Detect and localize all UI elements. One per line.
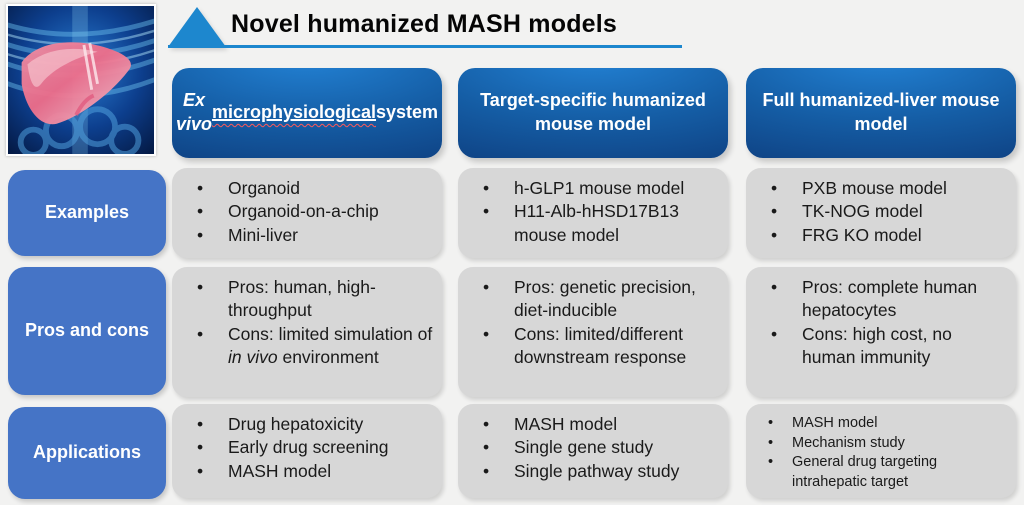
bullet-item: FRG KO model: [746, 224, 1008, 248]
bullet-list: h-GLP1 mouse modelH11-Alb-hHSD17B13 mous…: [458, 177, 720, 247]
bullet-list: Drug hepatoxicityEarly drug screeningMAS…: [172, 413, 434, 483]
column-header-ex-vivo: Ex vivo microphysiological system: [172, 68, 442, 158]
bullet-list: MASH modelSingle gene studySingle pathwa…: [458, 413, 720, 483]
bullet-item: Cons: high cost, no human immunity: [746, 323, 1008, 370]
bullet-item: TK-NOG model: [746, 200, 1008, 224]
bullet-list: Pros: complete human hepatocytesCons: hi…: [746, 276, 1008, 369]
bullet-list: Pros: genetic precision, diet-inducibleC…: [458, 276, 720, 369]
cell-pros-cons-target-specific: Pros: genetic precision, diet-inducibleC…: [458, 267, 728, 397]
bullet-item: MASH model: [746, 414, 1008, 434]
cell-pros-cons-ex-vivo: Pros: human, high-throughputCons: limite…: [172, 267, 442, 397]
bullet-item: Cons: limited simulation of in vivo envi…: [172, 323, 434, 370]
bullet-item: Drug hepatoxicity: [172, 413, 434, 437]
bullet-item: PXB mouse model: [746, 177, 1008, 201]
liver-illustration: [6, 4, 156, 156]
bullet-item: Pros: human, high-throughput: [172, 276, 434, 323]
cell-applications-ex-vivo: Drug hepatoxicityEarly drug screeningMAS…: [172, 404, 442, 498]
cell-applications-full-humanized: MASH modelMechanism studyGeneral drug ta…: [746, 404, 1016, 498]
triangle-icon: [168, 7, 226, 47]
bullet-item: H11-Alb-hHSD17B13 mouse model: [458, 200, 720, 247]
liver-illustration-icon: [8, 6, 154, 154]
bullet-item: Cons: limited/different downstream respo…: [458, 323, 720, 370]
bullet-item: Early drug screening: [172, 436, 434, 460]
bullet-item: h-GLP1 mouse model: [458, 177, 720, 201]
row-label-pros-cons: Pros and cons: [8, 267, 166, 395]
cell-applications-target-specific: MASH modelSingle gene studySingle pathwa…: [458, 404, 728, 498]
bullet-item: Pros: complete human hepatocytes: [746, 276, 1008, 323]
bullet-list: PXB mouse modelTK-NOG modelFRG KO model: [746, 177, 1008, 247]
title-underline: [168, 45, 682, 48]
bullet-item: Mini-liver: [172, 224, 434, 248]
row-label-examples: Examples: [8, 170, 166, 256]
row-label-applications: Applications: [8, 407, 166, 499]
cell-pros-cons-full-humanized: Pros: complete human hepatocytesCons: hi…: [746, 267, 1016, 397]
bullet-item: Organoid: [172, 177, 434, 201]
cell-examples-target-specific: h-GLP1 mouse modelH11-Alb-hHSD17B13 mous…: [458, 168, 728, 258]
column-header-full-humanized: Full humanized-liver mouse model: [746, 68, 1016, 158]
bullet-item: Single gene study: [458, 436, 720, 460]
column-header-target-specific: Target-specific humanized mouse model: [458, 68, 728, 158]
page-title: Novel humanized MASH models: [231, 10, 618, 38]
cell-examples-ex-vivo: OrganoidOrganoid-on-a-chipMini-liver: [172, 168, 442, 258]
bullet-item: Mechanism study: [746, 434, 1008, 454]
bullet-item: MASH model: [172, 460, 434, 484]
bullet-item: Pros: genetic precision, diet-inducible: [458, 276, 720, 323]
bullet-item: Single pathway study: [458, 460, 720, 484]
bullet-item: Organoid-on-a-chip: [172, 200, 434, 224]
bullet-list: MASH modelMechanism studyGeneral drug ta…: [746, 414, 1008, 492]
cell-examples-full-humanized: PXB mouse modelTK-NOG modelFRG KO model: [746, 168, 1016, 258]
bullet-list: Pros: human, high-throughputCons: limite…: [172, 276, 434, 369]
bullet-list: OrganoidOrganoid-on-a-chipMini-liver: [172, 177, 434, 247]
bullet-item: General drug targeting intrahepatic targ…: [746, 453, 1008, 492]
bullet-item: MASH model: [458, 413, 720, 437]
